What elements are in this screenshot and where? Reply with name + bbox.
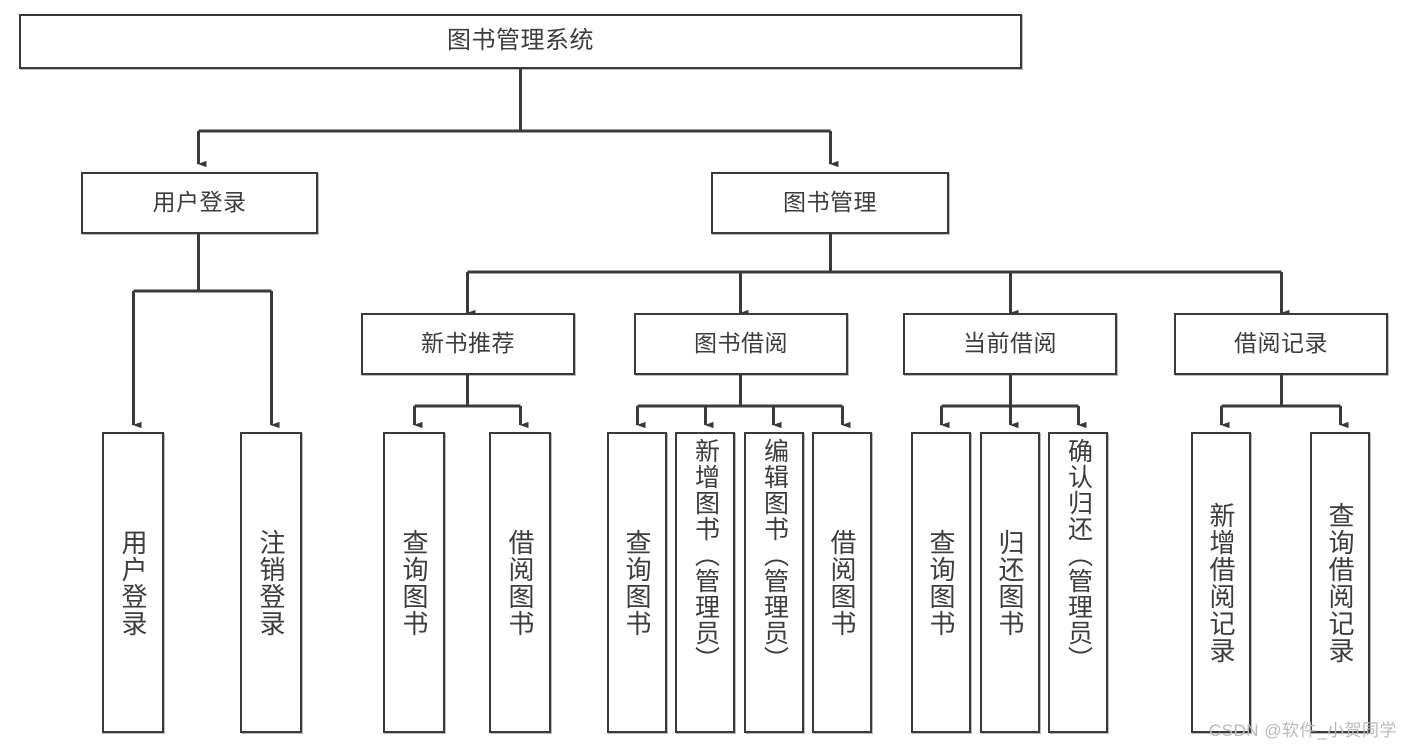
node-label: 查询图书 xyxy=(399,528,430,637)
node-label: 归还图书 xyxy=(995,528,1026,637)
node-label: 图书借阅 xyxy=(694,330,788,357)
node-label: 图书管理 xyxy=(783,189,877,216)
node-new-book-recommend[interactable]: 新书推荐 xyxy=(361,313,575,375)
leaf-edit-book-admin[interactable]: 编辑图书（管理员） xyxy=(744,432,804,733)
node-label: 查询图书 xyxy=(622,528,653,637)
node-label: 借阅图书 xyxy=(505,528,536,637)
node-label: 新书推荐 xyxy=(421,330,515,357)
node-label: 用户登录 xyxy=(152,189,247,216)
leaf-borrow-book-recommend[interactable]: 借阅图书 xyxy=(489,432,551,733)
node-label: 借阅记录 xyxy=(1234,330,1328,357)
node-label: 编辑图书（管理员） xyxy=(760,438,789,672)
leaf-add-book-admin[interactable]: 新增图书（管理员） xyxy=(675,432,735,733)
node-current-borrow[interactable]: 当前借阅 xyxy=(903,313,1117,375)
node-label: 图书管理系统 xyxy=(447,27,594,55)
leaf-logout[interactable]: 注销登录 xyxy=(240,432,302,733)
node-borrow-record[interactable]: 借阅记录 xyxy=(1174,313,1388,375)
csdn-watermark: CSDN @软件_小贺同学 xyxy=(1208,721,1397,740)
node-label: 借阅图书 xyxy=(827,528,858,637)
leaf-query-book-current[interactable]: 查询图书 xyxy=(911,432,971,733)
leaf-borrow-book[interactable]: 借阅图书 xyxy=(812,432,872,733)
node-label: 新增借阅记录 xyxy=(1206,501,1237,664)
leaf-return-book[interactable]: 归还图书 xyxy=(980,432,1040,733)
node-book-management-system[interactable]: 图书管理系统 xyxy=(19,14,1022,69)
leaf-query-borrow-record[interactable]: 查询借阅记录 xyxy=(1310,432,1370,733)
leaf-query-book-recommend[interactable]: 查询图书 xyxy=(383,432,445,733)
node-label: 查询图书 xyxy=(926,528,957,637)
node-label: 确认归还（管理员） xyxy=(1064,438,1093,672)
node-label: 新增图书（管理员） xyxy=(691,438,720,672)
leaf-add-borrow-record[interactable]: 新增借阅记录 xyxy=(1191,432,1251,733)
node-user-login[interactable]: 用户登录 xyxy=(81,172,318,234)
node-label: 注销登录 xyxy=(256,528,287,637)
node-book-management[interactable]: 图书管理 xyxy=(711,172,949,234)
node-book-borrow[interactable]: 图书借阅 xyxy=(634,313,848,375)
leaf-query-book-borrow[interactable]: 查询图书 xyxy=(607,432,667,733)
node-label: 查询借阅记录 xyxy=(1325,501,1356,664)
node-label: 当前借阅 xyxy=(963,330,1057,357)
leaf-confirm-return-admin[interactable]: 确认归还（管理员） xyxy=(1048,432,1108,733)
leaf-user-login[interactable]: 用户登录 xyxy=(102,432,164,733)
node-label: 用户登录 xyxy=(118,528,149,637)
